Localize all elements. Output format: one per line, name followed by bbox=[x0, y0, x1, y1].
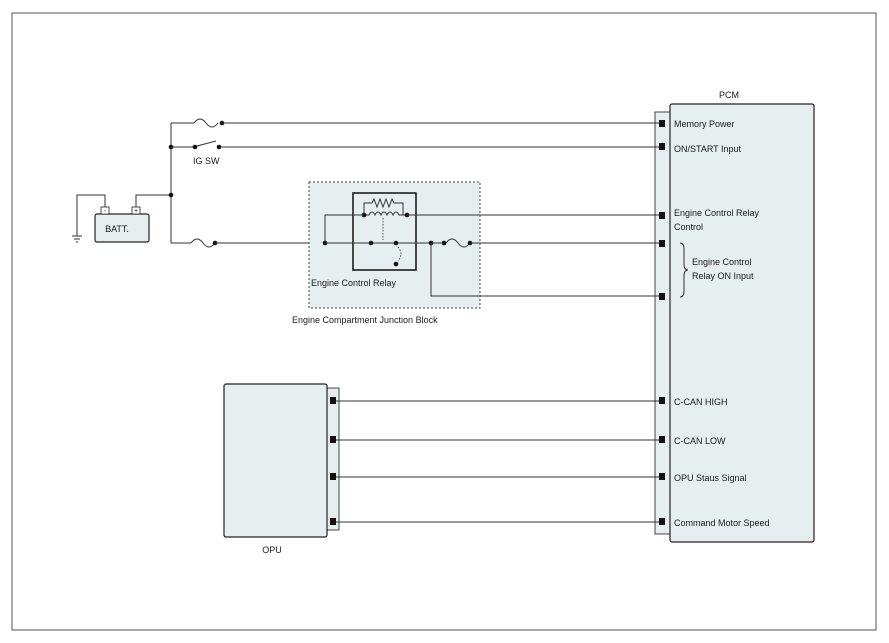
pcm-pin bbox=[659, 518, 665, 525]
junction-dot bbox=[168, 192, 174, 198]
relay-coil-icon bbox=[364, 211, 407, 217]
relay-label: Engine Control Relay bbox=[311, 278, 397, 288]
battery-body bbox=[94, 213, 150, 243]
opu-pin bbox=[330, 397, 336, 404]
ground-wire bbox=[76, 194, 106, 236]
pcm-pin-label: OPU Staus Signal bbox=[674, 473, 747, 483]
relay-on-brace bbox=[679, 242, 689, 298]
engine-control-relay bbox=[352, 192, 417, 271]
opu-pin bbox=[330, 436, 336, 443]
junction-block-label: Engine Compartment Junction Block bbox=[292, 315, 438, 325]
junction-block-outline bbox=[308, 181, 481, 309]
fuse-icon bbox=[193, 118, 219, 128]
pcm-pin-label: Engine Control Relay bbox=[674, 208, 760, 218]
ground-icon bbox=[72, 235, 82, 243]
ig-switch-circuit: IG SW bbox=[171, 140, 659, 166]
pcm-pin-label: Control bbox=[674, 222, 703, 232]
pcm-pin-label: Engine Control bbox=[692, 257, 752, 267]
opu-title: OPU bbox=[262, 545, 282, 555]
ig-switch-label: IG SW bbox=[193, 156, 220, 166]
pcm-pin bbox=[659, 120, 665, 127]
relay-contact-arc bbox=[397, 246, 402, 262]
pcm-connector-strip bbox=[654, 111, 671, 535]
opu-pin bbox=[330, 473, 336, 480]
pcm-pin-label: C-CAN LOW bbox=[674, 436, 726, 446]
pcm-pin bbox=[659, 212, 665, 219]
opu-pin bbox=[330, 518, 336, 525]
pcm-pin bbox=[659, 436, 665, 443]
pcm-pin-label: C-CAN HIGH bbox=[674, 397, 728, 407]
fuse-icon bbox=[445, 238, 471, 248]
pcm-body bbox=[669, 103, 815, 543]
pcm-pin bbox=[659, 397, 665, 404]
pcm-pin-label: ON/START Input bbox=[674, 144, 742, 154]
resistor-icon bbox=[363, 197, 404, 215]
pcm-pin-label: Relay ON Input bbox=[692, 271, 754, 281]
pcm-pin-label: Command Motor Speed bbox=[674, 518, 770, 528]
pcm-module: PCM Memory Power ON/START Input Engine C… bbox=[654, 90, 815, 543]
pcm-pin bbox=[659, 240, 665, 247]
diagram-frame bbox=[11, 12, 877, 631]
battery: - + BATT. bbox=[72, 194, 171, 243]
pcm-pin bbox=[659, 293, 665, 300]
battery-minus-label: - bbox=[104, 208, 107, 215]
battery-plus-label: + bbox=[134, 208, 138, 215]
opu-connector-strip bbox=[326, 387, 340, 531]
ig-switch-blade bbox=[196, 140, 217, 147]
pcm-pin bbox=[659, 473, 665, 480]
fuse-icon bbox=[190, 238, 216, 248]
relay-supply-circuit bbox=[171, 238, 325, 248]
battery-label: BATT. bbox=[105, 224, 129, 234]
pcm-pin bbox=[659, 143, 665, 150]
opu-module: OPU bbox=[223, 383, 340, 555]
pcm-pin-label: Memory Power bbox=[674, 119, 735, 129]
opu-body bbox=[223, 383, 328, 538]
battery-positive-wire bbox=[135, 194, 171, 207]
memory-power-circuit bbox=[171, 118, 659, 128]
junction-block: Engine Compartment Junction Block Engine… bbox=[292, 181, 659, 325]
pcm-title: PCM bbox=[719, 90, 739, 100]
